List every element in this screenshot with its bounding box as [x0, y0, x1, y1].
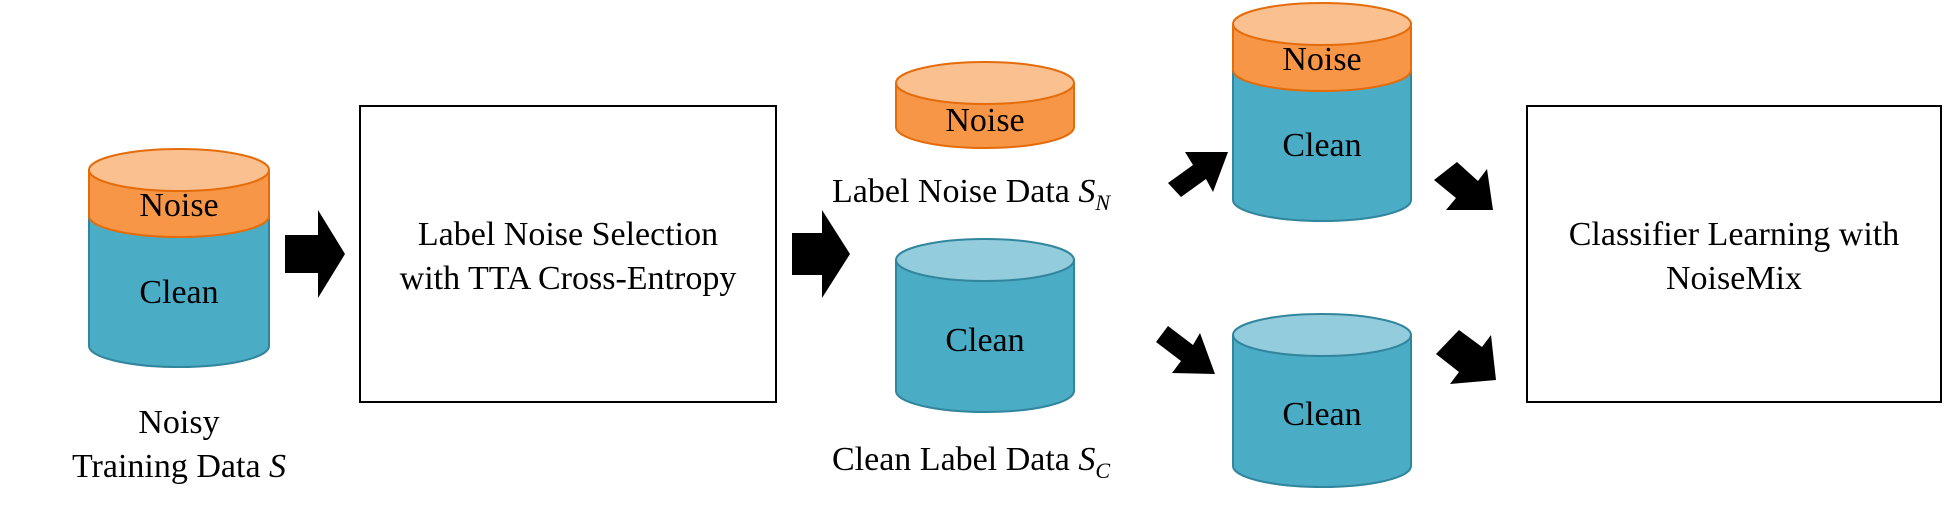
- label-noise-data-cylinder: Noise: [895, 61, 1075, 149]
- clean-only-cylinder: Clean: [1232, 313, 1412, 488]
- classifier-box-line2: NoiseMix: [1666, 260, 1802, 297]
- clean-top: [1232, 313, 1412, 357]
- symbol-s: S: [269, 448, 286, 485]
- mixed-data-cylinder: Noise Clean: [1232, 2, 1412, 222]
- classifier-box-line1: Classifier Learning with: [1569, 216, 1899, 253]
- clean-top: [895, 238, 1075, 282]
- clean-segment: [88, 215, 270, 368]
- noise-top: [88, 148, 270, 192]
- caption-prefix: Label Noise Data: [832, 173, 1078, 210]
- arrow-down-right-to-classifier: [1434, 162, 1493, 210]
- arrow-right-1: [285, 210, 345, 298]
- arrow-right-2: [792, 210, 850, 298]
- arrow-up-right-to-mixed: [1168, 152, 1228, 197]
- arrow-up-right-to-classifier: [1436, 330, 1496, 384]
- clean-data-caption: Clean Label Data SC: [832, 441, 1110, 483]
- clean-segment: [1232, 334, 1412, 488]
- clean-segment: [1232, 69, 1412, 222]
- noise-data-caption: Label Noise Data SN: [832, 173, 1111, 215]
- noise-top: [895, 61, 1075, 105]
- clean-label-data-cylinder: Clean: [895, 238, 1075, 413]
- label-noise-selection-box: [359, 105, 777, 403]
- clean-label: Clean: [139, 274, 218, 311]
- noise-label: Noise: [139, 187, 218, 224]
- noisy-training-data-cylinder: Noise Clean: [88, 148, 270, 368]
- noise-label: Noise: [945, 102, 1024, 139]
- selection-box-line1: Label Noise Selection: [418, 216, 718, 253]
- caption-prefix: Clean Label Data: [832, 441, 1078, 478]
- clean-label: Clean: [945, 322, 1024, 359]
- arrow-down-right-to-clean: [1156, 326, 1215, 374]
- noisy-caption-line1: Noisy: [138, 404, 219, 441]
- clean-label: Clean: [1282, 127, 1361, 164]
- symbol-s: S: [1078, 173, 1095, 210]
- selection-box-line2: with TTA Cross-Entropy: [400, 260, 737, 297]
- clean-segment: [895, 259, 1075, 413]
- classifier-learning-box: [1526, 105, 1942, 403]
- noise-label: Noise: [1282, 41, 1361, 78]
- subscript-c: C: [1095, 458, 1110, 483]
- symbol-s: S: [1078, 441, 1095, 478]
- noisy-caption-line2: Training Data S: [72, 448, 286, 485]
- clean-label: Clean: [1282, 396, 1361, 433]
- noise-top: [1232, 2, 1412, 46]
- caption-prefix: Training Data: [72, 448, 269, 485]
- subscript-n: N: [1094, 190, 1111, 215]
